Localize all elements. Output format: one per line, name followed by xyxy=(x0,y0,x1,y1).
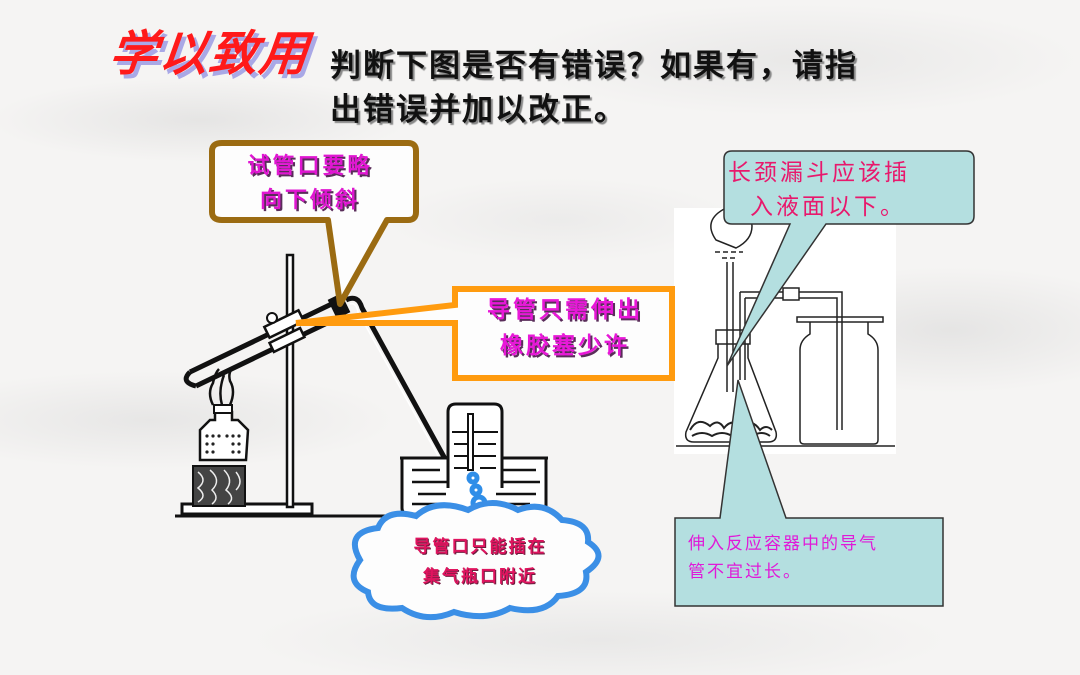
callout-tube-length-shape xyxy=(674,379,944,607)
callout-tube-at-bottle-mouth: 导管口只能插在 集气瓶口附近 xyxy=(380,532,580,592)
callout-test-tube-shape xyxy=(209,140,419,307)
callout-line: 导管只需伸出 xyxy=(487,297,643,323)
callout-line: 向下倾斜 xyxy=(259,188,360,213)
callout-line: 试管口要略 xyxy=(247,154,373,179)
callout-test-tube-mouth: 试管口要略 向下倾斜 xyxy=(212,150,408,218)
callout-tube-not-too-long: 伸入反应容器中的导气 管不宜过长。 xyxy=(688,530,938,586)
callout-line: 长颈漏斗应该插 xyxy=(728,160,910,186)
callout-bottle-mouth-cloud xyxy=(350,500,602,621)
callout-delivery-tube-length: 导管只需伸出 橡胶塞少许 xyxy=(462,292,668,364)
callout-line: 入液面以下。 xyxy=(750,194,906,220)
callout-funnel-shape xyxy=(723,150,975,367)
callout-line: 伸入反应容器中的导气 xyxy=(688,534,878,554)
callout-funnel-below-liquid: 长颈漏斗应该插 入液面以下。 xyxy=(728,156,968,224)
callout-line: 橡胶塞少许 xyxy=(500,333,630,359)
callout-line: 集气瓶口附近 xyxy=(423,567,537,587)
right-apparatus-illustration xyxy=(674,206,896,454)
callout-delivery-tube-shape xyxy=(295,286,675,381)
callout-line: 导管口只能插在 xyxy=(413,537,547,557)
question-line-2: 出错误并加以改正。 xyxy=(330,92,627,128)
question-line-1: 判断下图是否有错误？如果有，请指 xyxy=(330,48,858,84)
question-text: 判断下图是否有错误？如果有，请指 出错误并加以改正。 xyxy=(330,44,990,132)
callout-line: 管不宜过长。 xyxy=(688,562,802,582)
